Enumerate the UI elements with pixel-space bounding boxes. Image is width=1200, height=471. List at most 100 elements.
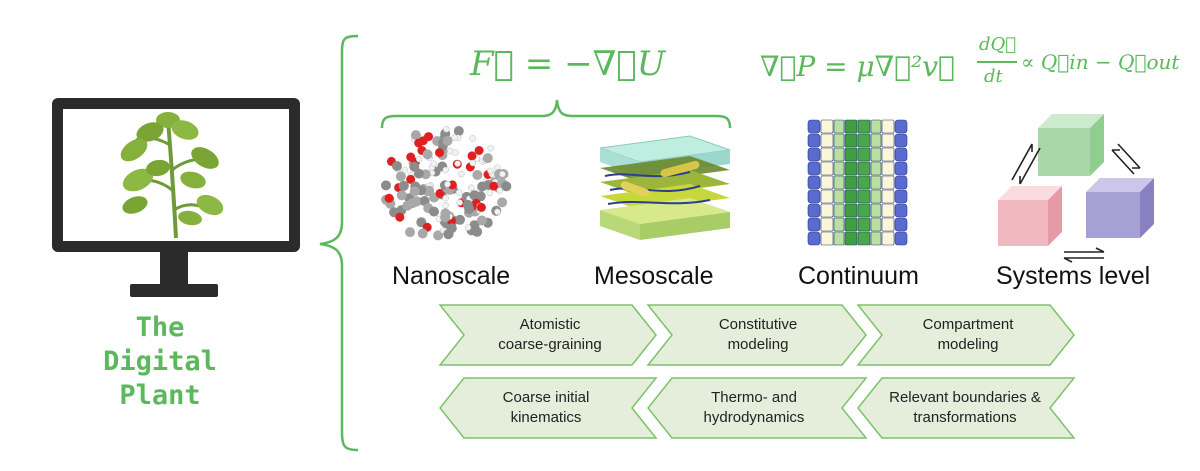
atom-sphere <box>455 189 463 196</box>
tissue-cell <box>833 203 845 218</box>
atom-sphere <box>422 149 433 160</box>
tissue-cell <box>833 175 845 190</box>
atom-sphere <box>464 204 475 215</box>
atom-sphere <box>458 170 465 178</box>
atom-sphere <box>464 224 472 231</box>
atom-sphere <box>469 190 480 201</box>
green-compartment-cube <box>1038 114 1104 176</box>
tissue-cell <box>870 119 882 134</box>
atom-sphere <box>435 188 445 198</box>
forward-chevrons <box>438 304 1075 366</box>
label-systems-level: Systems level <box>996 262 1151 290</box>
atom-sphere <box>415 155 423 163</box>
atom-sphere <box>442 166 449 174</box>
continuum-tissue-icon <box>807 119 908 246</box>
atom-sphere <box>398 180 409 191</box>
chevron-atomistic <box>438 304 657 366</box>
atom-sphere <box>395 212 405 222</box>
atom-sphere <box>424 185 435 196</box>
tissue-cell <box>833 231 845 246</box>
step-thermo-line1: Thermo- and <box>711 389 797 406</box>
atom-sphere <box>453 126 464 136</box>
step-relevant-boundaries-line1: Relevant boundaries & <box>889 389 1041 406</box>
atom-sphere <box>443 125 450 133</box>
atom-sphere <box>406 174 416 184</box>
tissue-cell <box>894 133 908 148</box>
pink-compartment-cube <box>998 186 1062 246</box>
atom-sphere <box>430 160 437 167</box>
tissue-cell <box>820 119 834 134</box>
atom-sphere <box>468 184 475 192</box>
tissue-cell <box>894 203 908 218</box>
tissue-cell <box>820 203 834 218</box>
tissue-cell <box>844 175 858 190</box>
chevron-constitutive <box>646 304 867 366</box>
atom-sphere <box>414 138 424 148</box>
tissue-cell <box>870 189 882 204</box>
title-line-2: Digital <box>103 346 217 377</box>
atom-sphere <box>392 161 402 171</box>
step-compartment: Compartment modeling <box>880 315 1056 355</box>
tissue-cell <box>807 133 821 148</box>
backward-chevrons <box>439 377 1076 439</box>
atom-sphere <box>482 153 493 164</box>
atom-sphere <box>435 148 444 158</box>
label-mesoscale: Mesoscale <box>594 262 714 290</box>
atom-sphere <box>409 186 420 197</box>
tissue-cell <box>857 231 871 246</box>
step-coarse-initial-line2: kinematics <box>510 409 582 426</box>
tissue-cell <box>894 161 908 176</box>
step-constitutive-line2: modeling <box>727 336 789 353</box>
equation-pressure: ∇⃗P = μ∇⃗²v⃗ <box>760 50 955 83</box>
mesoscale-membrane-icon <box>599 135 731 240</box>
atom-sphere <box>487 167 494 175</box>
tissue-cell <box>820 217 834 232</box>
tissue-cell <box>870 175 882 190</box>
tissue-cell <box>833 189 845 204</box>
tissue-cell <box>833 147 845 162</box>
fraction-bar <box>977 61 1017 63</box>
atom-sphere <box>429 206 439 217</box>
tissue-cell <box>844 133 858 148</box>
tissue-cell <box>857 133 871 148</box>
purple-compartment-cube <box>1086 178 1154 238</box>
tissue-cell <box>870 217 882 232</box>
tissue-cell <box>894 189 908 204</box>
atom-sphere <box>381 180 391 191</box>
tissue-cell <box>844 217 858 232</box>
atom-sphere <box>489 181 499 191</box>
tissue-cell <box>881 189 895 204</box>
step-coarse-initial: Coarse initial kinematics <box>456 388 636 428</box>
tissue-cell <box>881 203 895 218</box>
tissue-cell <box>857 203 871 218</box>
tissue-cell <box>820 161 834 176</box>
atom-sphere <box>454 160 461 167</box>
step-coarse-initial-line1: Coarse initial <box>502 389 590 406</box>
tissue-cell <box>857 147 871 162</box>
tissue-cell <box>820 231 834 246</box>
tissue-cell <box>857 217 871 232</box>
tissue-cell <box>833 119 845 134</box>
atom-sphere <box>456 199 463 206</box>
tissue-cell <box>807 175 821 190</box>
chevron-coarse-initial <box>439 377 658 439</box>
tissue-cell <box>820 189 834 204</box>
tissue-cell <box>881 133 895 148</box>
tissue-cell <box>870 133 882 148</box>
atom-sphere <box>494 208 501 216</box>
tissue-cell <box>820 175 834 190</box>
tissue-cell <box>881 119 895 134</box>
tissue-cell <box>807 147 821 162</box>
tissue-cell <box>820 147 834 162</box>
equation-systems-rhs: ∝ Q⃗in − Q⃗out <box>1021 50 1180 74</box>
tomato-plant-icon <box>120 112 224 239</box>
atom-sphere <box>497 197 508 208</box>
tissue-cell <box>857 161 871 176</box>
step-atomistic-line1: Atomistic <box>519 316 581 333</box>
atom-sphere <box>486 189 493 196</box>
tissue-cell <box>894 231 908 246</box>
tissue-cell <box>844 189 858 204</box>
tissue-cell <box>857 175 871 190</box>
atom-sphere <box>442 194 449 202</box>
systems-compartments-icon <box>998 114 1154 263</box>
